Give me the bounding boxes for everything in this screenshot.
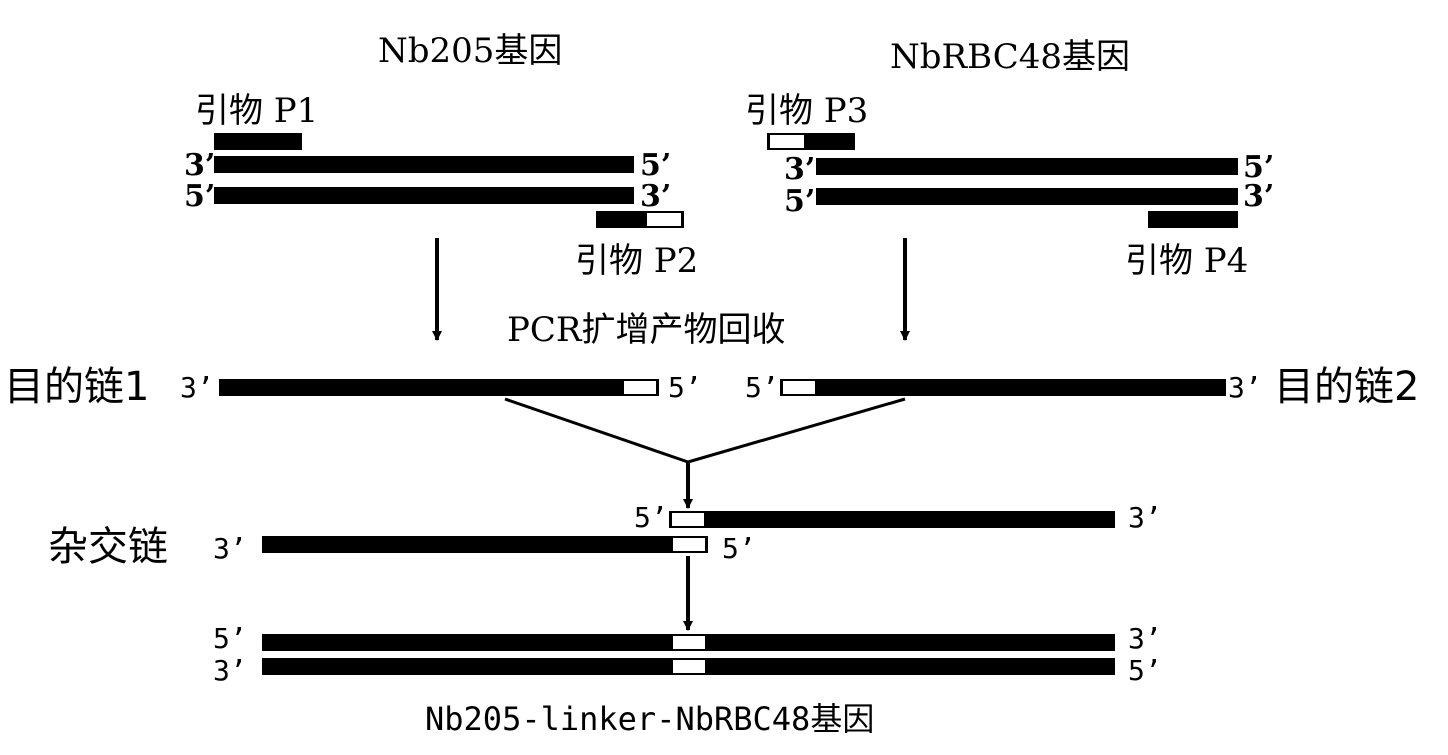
primer-p2-label: 引物 P2 bbox=[575, 241, 698, 281]
target1-linker bbox=[624, 381, 656, 394]
primer-p3 bbox=[767, 133, 855, 150]
target2-right-end: 3’ bbox=[1228, 371, 1262, 404]
primer-p3-label: 引物 P3 bbox=[745, 91, 868, 131]
product-bottom-linker bbox=[673, 660, 705, 673]
hybrid-top-linker bbox=[672, 513, 704, 526]
gene2-bottom-strand bbox=[816, 188, 1238, 205]
hybrid-label: 杂交链 bbox=[48, 524, 168, 570]
gene1-top-strand bbox=[214, 156, 634, 173]
gene1-top-left-end: 3’ bbox=[184, 148, 215, 183]
product-bottom-right-end: 5’ bbox=[1128, 654, 1162, 687]
gene1-top-right-end: 5’ bbox=[640, 148, 671, 183]
product-title: Nb205-linker-NbRBC48基因 bbox=[425, 700, 874, 738]
hybrid-top-strand bbox=[669, 511, 1115, 528]
target1-right-end: 5’ bbox=[668, 371, 702, 404]
hybrid-bottom-strand bbox=[262, 536, 708, 553]
hybrid-top-right-end: 3’ bbox=[1128, 501, 1162, 534]
product-top-left-end: 5’ bbox=[213, 622, 247, 655]
gene1-title: Nb205基因 bbox=[378, 31, 562, 71]
target1-left-end: 3’ bbox=[180, 371, 214, 404]
primer-p1 bbox=[214, 133, 302, 150]
primer-p4 bbox=[1148, 211, 1238, 228]
product-top-strand bbox=[262, 634, 1115, 651]
converge-line-right bbox=[687, 397, 906, 464]
gene2-top-strand bbox=[816, 158, 1238, 175]
gene2-bottom-left-end: 5’ bbox=[784, 184, 815, 219]
primer-p2 bbox=[596, 211, 684, 228]
target2-label: 目的链2 bbox=[1274, 364, 1419, 410]
gene1-bottom-strand bbox=[214, 187, 634, 204]
product-bottom-left-end: 3’ bbox=[213, 654, 247, 687]
gene1-bottom-right-end: 3’ bbox=[640, 179, 671, 214]
primer-p4-label: 引物 P4 bbox=[1125, 241, 1248, 281]
hybrid-top-left-end: 5’ bbox=[634, 501, 668, 534]
gene2-bottom-right-end: 3’ bbox=[1243, 179, 1274, 214]
primer-p2-linker bbox=[647, 213, 681, 226]
gene2-top-right-end: 5’ bbox=[1243, 150, 1274, 185]
hybrid-bottom-left-end: 3’ bbox=[213, 532, 247, 565]
hybrid-bottom-right-end: 5’ bbox=[722, 532, 756, 565]
target1-strand bbox=[219, 379, 659, 396]
gene1-bottom-left-end: 5’ bbox=[184, 179, 215, 214]
target2-linker bbox=[783, 381, 815, 394]
hybrid-bottom-linker bbox=[673, 538, 705, 551]
primer-p1-label: 引物 P1 bbox=[195, 91, 318, 131]
gene2-top-left-end: 3’ bbox=[784, 152, 815, 187]
converge-line-left bbox=[504, 397, 689, 464]
target1-label: 目的链1 bbox=[4, 364, 149, 410]
target2-strand bbox=[780, 379, 1226, 396]
product-top-right-end: 3’ bbox=[1128, 622, 1162, 655]
gene2-title: NbRBC48基因 bbox=[890, 37, 1130, 77]
target2-left-end: 5’ bbox=[745, 371, 779, 404]
pcr-step-label: PCR扩增产物回收 bbox=[507, 310, 786, 350]
product-top-linker bbox=[673, 636, 705, 649]
product-bottom-strand bbox=[262, 658, 1115, 675]
primer-p3-linker bbox=[770, 135, 804, 148]
